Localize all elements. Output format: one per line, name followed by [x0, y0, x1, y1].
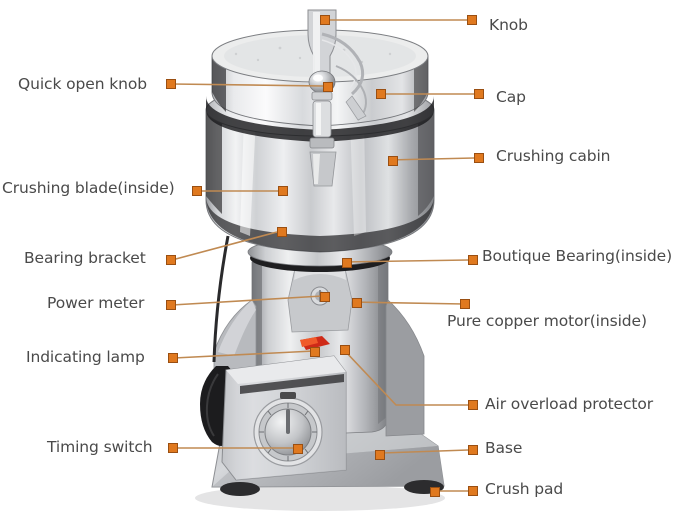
callout-label-marker-quick-open-knob: [166, 79, 176, 89]
callout-label-marker-base: [468, 445, 478, 455]
callout-label-marker-pure-copper-motor: [460, 299, 470, 309]
callout-label-crushing-blade: Crushing blade(inside): [2, 179, 175, 197]
callout-part-marker-timing-switch: [293, 444, 303, 454]
callout-label-marker-crushing-cabin: [474, 153, 484, 163]
callout-part-marker-crushing-cabin: [388, 156, 398, 166]
callout-part-marker-cap: [376, 89, 386, 99]
callout-part-marker-indicating-lamp: [310, 347, 320, 357]
callout-label-marker-crushing-blade: [192, 186, 202, 196]
callout-label-crushing-cabin: Crushing cabin: [496, 147, 611, 165]
callout-label-indicating-lamp: Indicating lamp: [26, 348, 145, 366]
callout-label-marker-cap: [474, 89, 484, 99]
callout-label-marker-air-overload-protector: [468, 400, 478, 410]
callout-label-marker-crush-pad: [468, 486, 478, 496]
callout-label-knob: Knob: [489, 16, 528, 34]
callout-label-pure-copper-motor: Pure copper motor(inside): [447, 312, 647, 330]
callout-label-crush-pad: Crush pad: [485, 480, 564, 498]
callout-label-marker-timing-switch: [168, 443, 178, 453]
callout-label-base: Base: [485, 439, 523, 457]
callout-label-boutique-bearing: Boutique Bearing(inside): [482, 247, 673, 265]
callout-part-marker-pure-copper-motor: [352, 298, 362, 308]
callout-label-marker-boutique-bearing: [468, 255, 478, 265]
callout-part-marker-power-meter: [320, 292, 330, 302]
callout-label-air-overload-protector: Air overload protector: [485, 395, 654, 413]
callout-part-marker-boutique-bearing: [342, 258, 352, 268]
callout-label-marker-power-meter: [166, 300, 176, 310]
callout-part-marker-air-overload-protector: [340, 345, 350, 355]
callout-part-marker-quick-open-knob: [323, 82, 333, 92]
callout-label-marker-bearing-bracket: [166, 255, 176, 265]
callout-part-marker-bearing-bracket: [277, 227, 287, 237]
callout-label-marker-indicating-lamp: [168, 353, 178, 363]
callout-label-quick-open-knob: Quick open knob: [18, 75, 147, 93]
callout-part-marker-crush-pad: [430, 487, 440, 497]
callout-label-cap: Cap: [496, 88, 526, 106]
callout-part-marker-knob: [320, 15, 330, 25]
callout-label-marker-knob: [467, 15, 477, 25]
callout-part-marker-base: [375, 450, 385, 460]
callout-label-timing-switch: Timing switch: [47, 438, 153, 456]
callout-label-power-meter: Power meter: [47, 294, 145, 312]
callout-label-bearing-bracket: Bearing bracket: [24, 249, 146, 267]
callout-part-marker-crushing-blade: [278, 186, 288, 196]
